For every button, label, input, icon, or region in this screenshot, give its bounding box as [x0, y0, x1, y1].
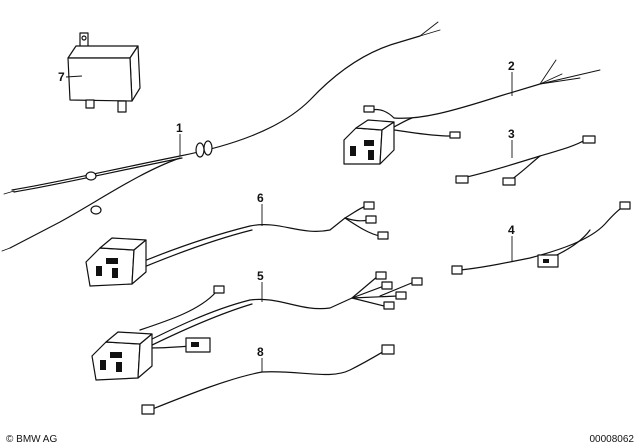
diagram-number: 00008062 — [590, 434, 635, 445]
part-label-4: 4 — [508, 223, 515, 237]
connecting-lead[interactable] — [141, 344, 395, 415]
part-label-2: 2 — [508, 59, 515, 73]
part-label-5: 5 — [257, 269, 264, 283]
part-label-8: 8 — [257, 345, 264, 359]
main-wiring-harness[interactable] — [1, 21, 441, 252]
harness-with-headlight-socket[interactable] — [343, 59, 601, 165]
part-label-1: 1 — [176, 121, 183, 135]
lead-with-connector[interactable] — [451, 201, 631, 275]
part-label-3: 3 — [508, 127, 515, 141]
relay[interactable] — [67, 32, 141, 113]
part-label-6: 6 — [257, 191, 264, 205]
adapter-lead[interactable] — [455, 135, 596, 186]
harness-double-socket[interactable] — [91, 271, 423, 381]
harness-single-socket[interactable] — [85, 201, 389, 287]
copyright-text: © BMW AG — [6, 434, 57, 445]
part-label-7: 7 — [58, 70, 65, 84]
